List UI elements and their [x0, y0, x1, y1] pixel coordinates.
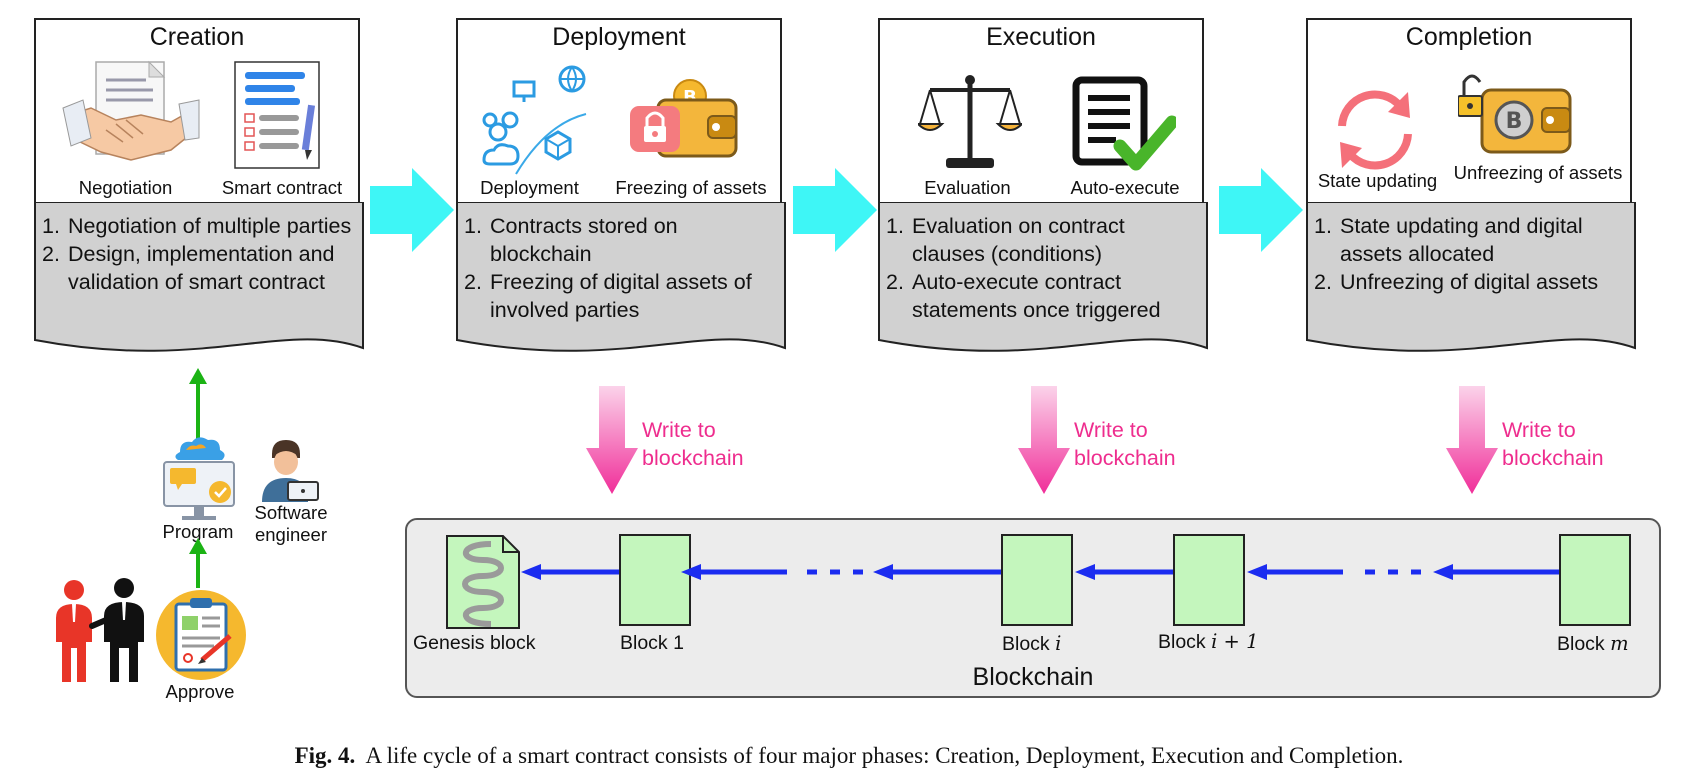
- write-arrow-completion: [1446, 386, 1498, 494]
- blockchain-panel: Genesis block Block 1 Block i Block i + …: [405, 518, 1661, 698]
- step-item: 1.Evaluation on contract clauses (condit…: [886, 214, 1125, 266]
- phase-title: Completion: [1405, 23, 1533, 51]
- step-item: 2.Design, implementation and validation …: [42, 242, 335, 294]
- caption-text: A life cycle of a smart contract consist…: [365, 743, 1404, 768]
- step-list: 1.Negotiation of multiple parties 2.Desi…: [42, 212, 356, 296]
- phase-body: 1.Evaluation on contract clauses (condit…: [878, 202, 1208, 378]
- icon-label: Deployment: [480, 177, 579, 198]
- step-list: 1.Contracts stored on blockchain 2.Freez…: [464, 212, 778, 324]
- phase-header: Deployment Deployment B Freezing: [456, 18, 782, 202]
- block-1: [619, 534, 691, 626]
- approve-clipboard-icon: [156, 590, 246, 680]
- phase-body: 1.Negotiation of multiple parties 2.Desi…: [34, 202, 364, 378]
- phase-execution: Execution Evaluation Auto-execute 1.Eval…: [878, 18, 1208, 378]
- icon-label: Freezing of assets: [615, 177, 767, 198]
- phase-deployment: Deployment Deployment B Freezing: [456, 18, 786, 378]
- step-item: 1.Negotiation of multiple parties: [42, 214, 352, 238]
- document-icon: [234, 61, 320, 169]
- figure-caption: Fig. 4. A life cycle of a smart contract…: [0, 743, 1698, 769]
- flow-arrow-2: [793, 168, 877, 252]
- phase-header: Completion State updating B Unfreezing o…: [1306, 18, 1632, 202]
- block-m: [1559, 534, 1631, 626]
- people-icon: [56, 578, 144, 682]
- handshake-icon: [62, 60, 200, 161]
- icon-label: State updating: [1317, 170, 1438, 191]
- icon-label: Negotiation: [78, 177, 173, 198]
- step-item: 2.Unfreezing of digital assets: [1314, 270, 1599, 294]
- block-label: Block 1: [620, 632, 684, 654]
- step-list: 1.State updating and digital assets allo…: [1314, 212, 1628, 296]
- step-item: 1.State updating and digital assets allo…: [1314, 214, 1583, 266]
- step-list: 1.Evaluation on contract clauses (condit…: [886, 212, 1200, 324]
- phase-body: 1.Contracts stored on blockchain 2.Freez…: [456, 202, 786, 378]
- figure-number: Fig. 4.: [294, 743, 356, 768]
- block-label: Block m: [1557, 632, 1629, 655]
- refresh-icon: [1338, 90, 1412, 170]
- block-i: [1001, 534, 1073, 626]
- phase-header: Execution Evaluation Auto-execute: [878, 18, 1204, 202]
- step-item: 1.Contracts stored on blockchain: [464, 214, 678, 266]
- icon-label: Smart contract: [221, 177, 343, 198]
- approve-label: Approve: [165, 681, 235, 702]
- flow-arrow-3: [1219, 168, 1303, 252]
- block-i-plus-1: [1173, 534, 1245, 626]
- software-engineer-icon: [262, 440, 319, 502]
- locked-wallet-icon: B: [630, 79, 738, 158]
- write-arrow-execution: [1018, 386, 1070, 494]
- program-label: Program: [162, 521, 234, 542]
- genesis-block-icon: [446, 535, 520, 629]
- phase-completion: Completion State updating B Unfreezing o…: [1306, 18, 1636, 378]
- phase-body: 1.State updating and digital assets allo…: [1306, 202, 1636, 378]
- genesis-block-label: Genesis block: [413, 632, 536, 654]
- green-arrow-to-program: [189, 538, 207, 588]
- icon-label: Evaluation: [924, 177, 1011, 198]
- write-arrow-deployment: [586, 386, 638, 494]
- phase-title: Deployment: [552, 23, 686, 51]
- blockchain-title: Blockchain: [972, 663, 1094, 691]
- svg-text:B: B: [1506, 109, 1523, 134]
- program-icon: [163, 437, 235, 520]
- checked-document-icon: [1072, 76, 1176, 171]
- chain-arrows: [521, 564, 1559, 580]
- step-item: 2.Freezing of digital assets of involved…: [464, 270, 752, 322]
- unlocked-wallet-icon: B: [1458, 74, 1572, 154]
- phase-title: Execution: [986, 23, 1096, 51]
- scales-icon: [918, 75, 1022, 168]
- icon-label: Unfreezing of assets: [1453, 162, 1623, 183]
- flow-arrow-1: [370, 168, 454, 252]
- step-item: 2.Auto-execute contract statements once …: [886, 270, 1161, 322]
- phase-title: Creation: [149, 23, 245, 51]
- icon-label: Auto-execute: [1070, 177, 1180, 198]
- block-label: Block i + 1: [1158, 630, 1259, 653]
- block-label: Block i: [1002, 632, 1062, 655]
- network-icon: [482, 65, 587, 175]
- phase-creation: Creation Negotiation: [34, 18, 364, 378]
- phase-header: Creation Negotiation: [34, 18, 360, 202]
